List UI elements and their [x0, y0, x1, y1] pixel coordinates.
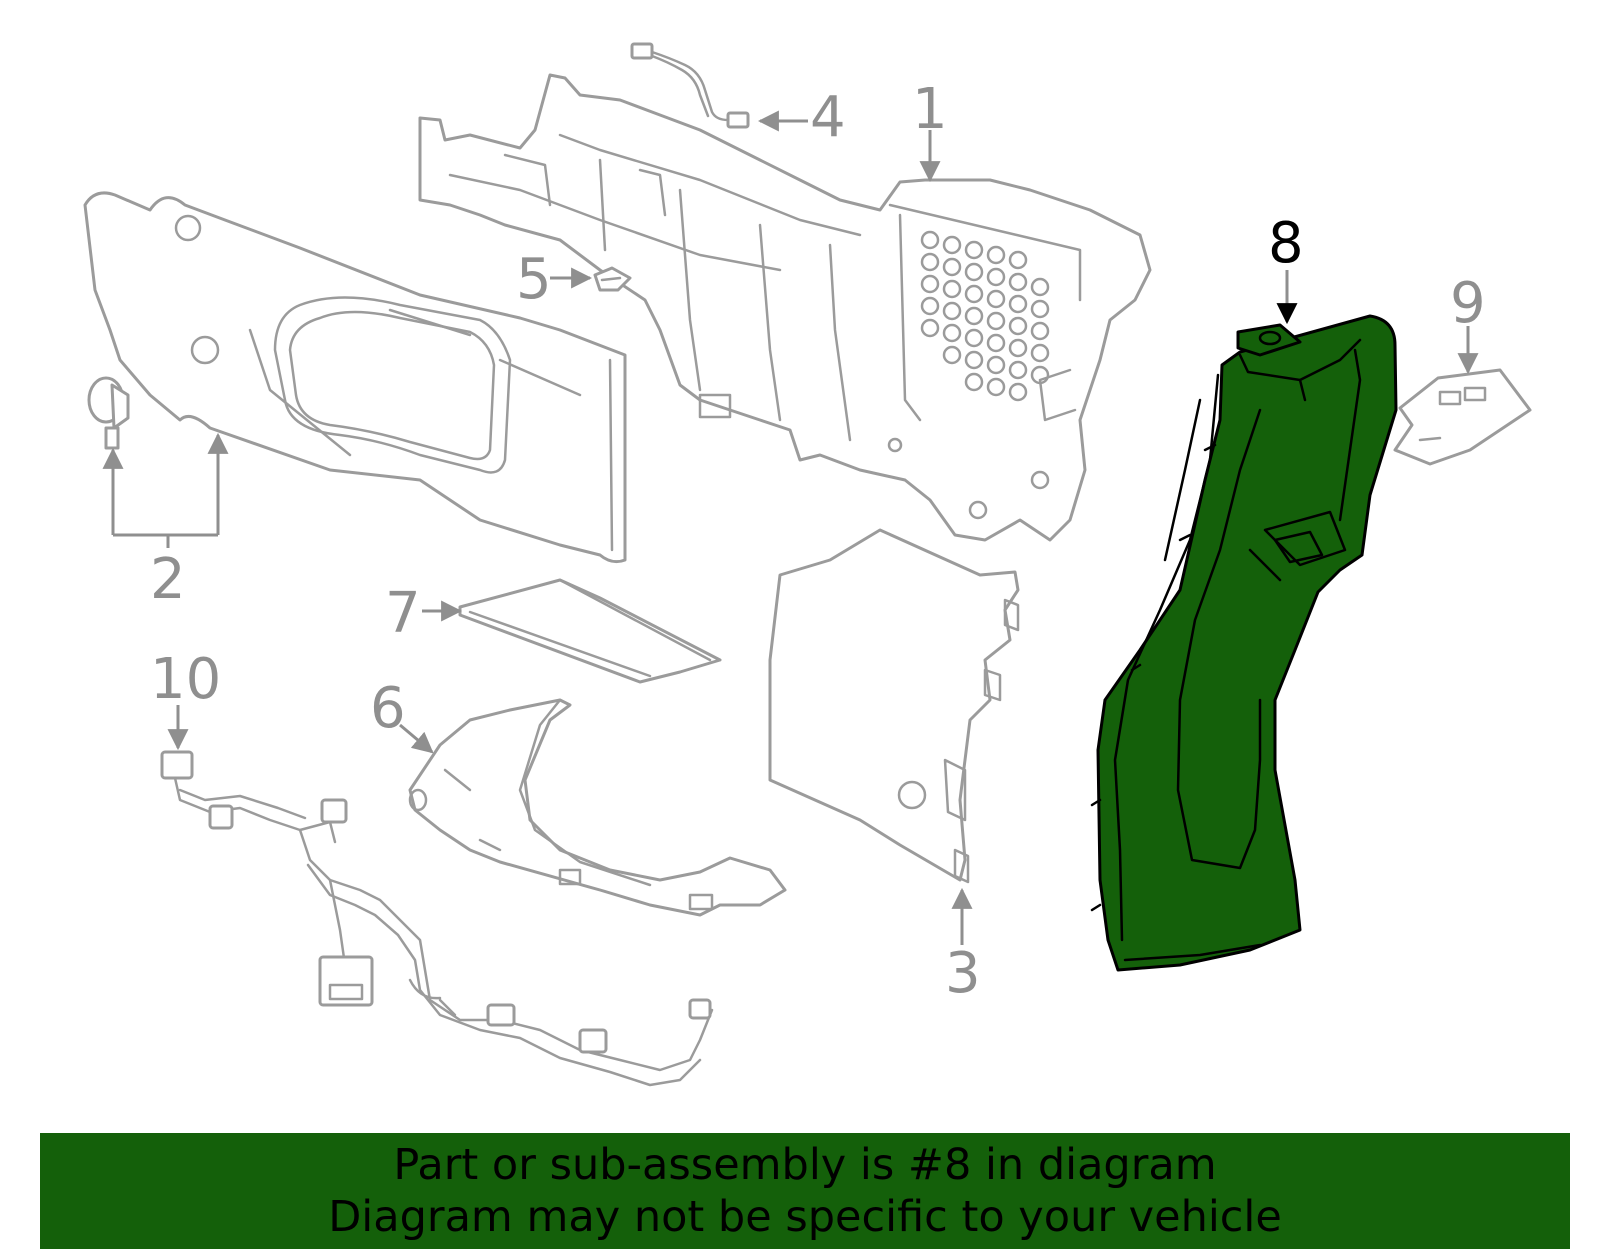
part-1-console-bracket: [418, 73, 1152, 542]
banner-line-2: Diagram may not be specific to your vehi…: [328, 1192, 1282, 1242]
callout-6: 6: [370, 676, 406, 741]
part-10-wiring-harness: [160, 750, 714, 1087]
part-5-clip: [593, 266, 632, 292]
callout-9: 9: [1450, 271, 1486, 336]
callout-4: 4: [810, 85, 846, 150]
leader-lines: [102, 110, 1479, 945]
part-4-connector-wire: [630, 42, 750, 129]
callout-5: 5: [516, 247, 552, 312]
part-2-side-panel: [83, 191, 627, 564]
callout-7: 7: [385, 581, 421, 646]
part-8-highlighted-trim: [1090, 314, 1398, 972]
part-6-lower-trim: [408, 698, 787, 917]
callout-2: 2: [150, 547, 186, 612]
part-9-switch: [1393, 368, 1532, 466]
callout-1: 1: [912, 77, 948, 142]
info-banner: Part or sub-assembly is #8 in diagram Di…: [40, 1133, 1570, 1249]
callout-3: 3: [945, 941, 981, 1006]
banner-line-1: Part or sub-assembly is #8 in diagram: [393, 1140, 1217, 1190]
part-2-clip: [87, 376, 130, 450]
part-3-side-panel: [768, 528, 1020, 884]
part-7-pad: [458, 578, 722, 684]
callout-10: 10: [150, 647, 221, 712]
parts-diagram: 1 2 3 4 5 6 7 8 9 10: [83, 42, 1532, 1087]
callout-8: 8: [1268, 211, 1304, 276]
